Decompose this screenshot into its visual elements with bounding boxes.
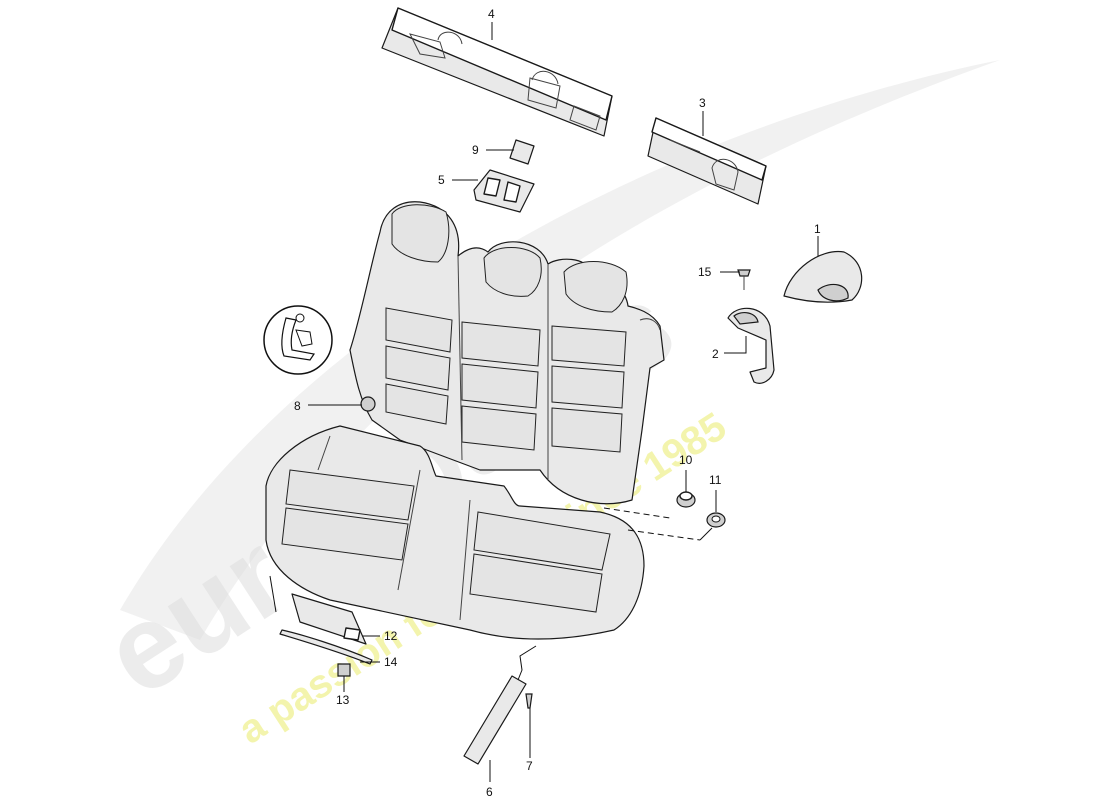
leader-lines (269, 22, 819, 782)
callout-3[interactable]: 3 (699, 96, 706, 110)
part-3-side-trim-panel[interactable] (647, 117, 767, 205)
callout-9[interactable]: 9 (472, 143, 479, 157)
part-11-grommet[interactable] (706, 512, 726, 528)
callout-13[interactable]: 13 (336, 693, 350, 707)
part-8-rear-seat-backrest[interactable] (349, 201, 665, 505)
part-15-screw[interactable] (737, 269, 751, 290)
part-6-support-rod[interactable] (463, 675, 527, 765)
part-13-clip[interactable] (337, 663, 351, 677)
part-5-bracket[interactable] (473, 169, 535, 213)
callout-1[interactable]: 1 (814, 222, 821, 236)
part-12-trim-strip[interactable] (291, 593, 367, 645)
part-9-pad[interactable] (509, 139, 535, 165)
callout-11[interactable]: 11 (709, 473, 722, 487)
part-1-headrest-cap[interactable] (783, 250, 863, 303)
rear-seat-cushion[interactable] (265, 425, 645, 640)
callout-6[interactable]: 6 (486, 785, 493, 799)
callout-15[interactable]: 15 (698, 265, 712, 279)
watermark-swoosh (120, 60, 1000, 640)
callout-5[interactable]: 5 (438, 173, 445, 187)
part-7-pin[interactable] (525, 693, 533, 709)
callout-10[interactable]: 10 (679, 453, 693, 467)
seat-icon (263, 305, 333, 375)
part-2-side-bracket[interactable] (727, 307, 775, 384)
part-14-edge-strip[interactable] (279, 629, 373, 665)
callout-7[interactable]: 7 (526, 759, 533, 773)
callout-2[interactable]: 2 (712, 347, 719, 361)
callout-8[interactable]: 8 (294, 399, 301, 413)
callout-4[interactable]: 4 (488, 7, 495, 21)
part-10-clip[interactable] (676, 491, 696, 508)
callout-12[interactable]: 12 (384, 629, 398, 643)
callouts: 4 3 9 5 1 15 2 8 10 11 12 14 13 6 7 (294, 7, 821, 799)
part-4-backrest-trim-panel[interactable] (381, 7, 613, 137)
callout-14[interactable]: 14 (384, 655, 398, 669)
